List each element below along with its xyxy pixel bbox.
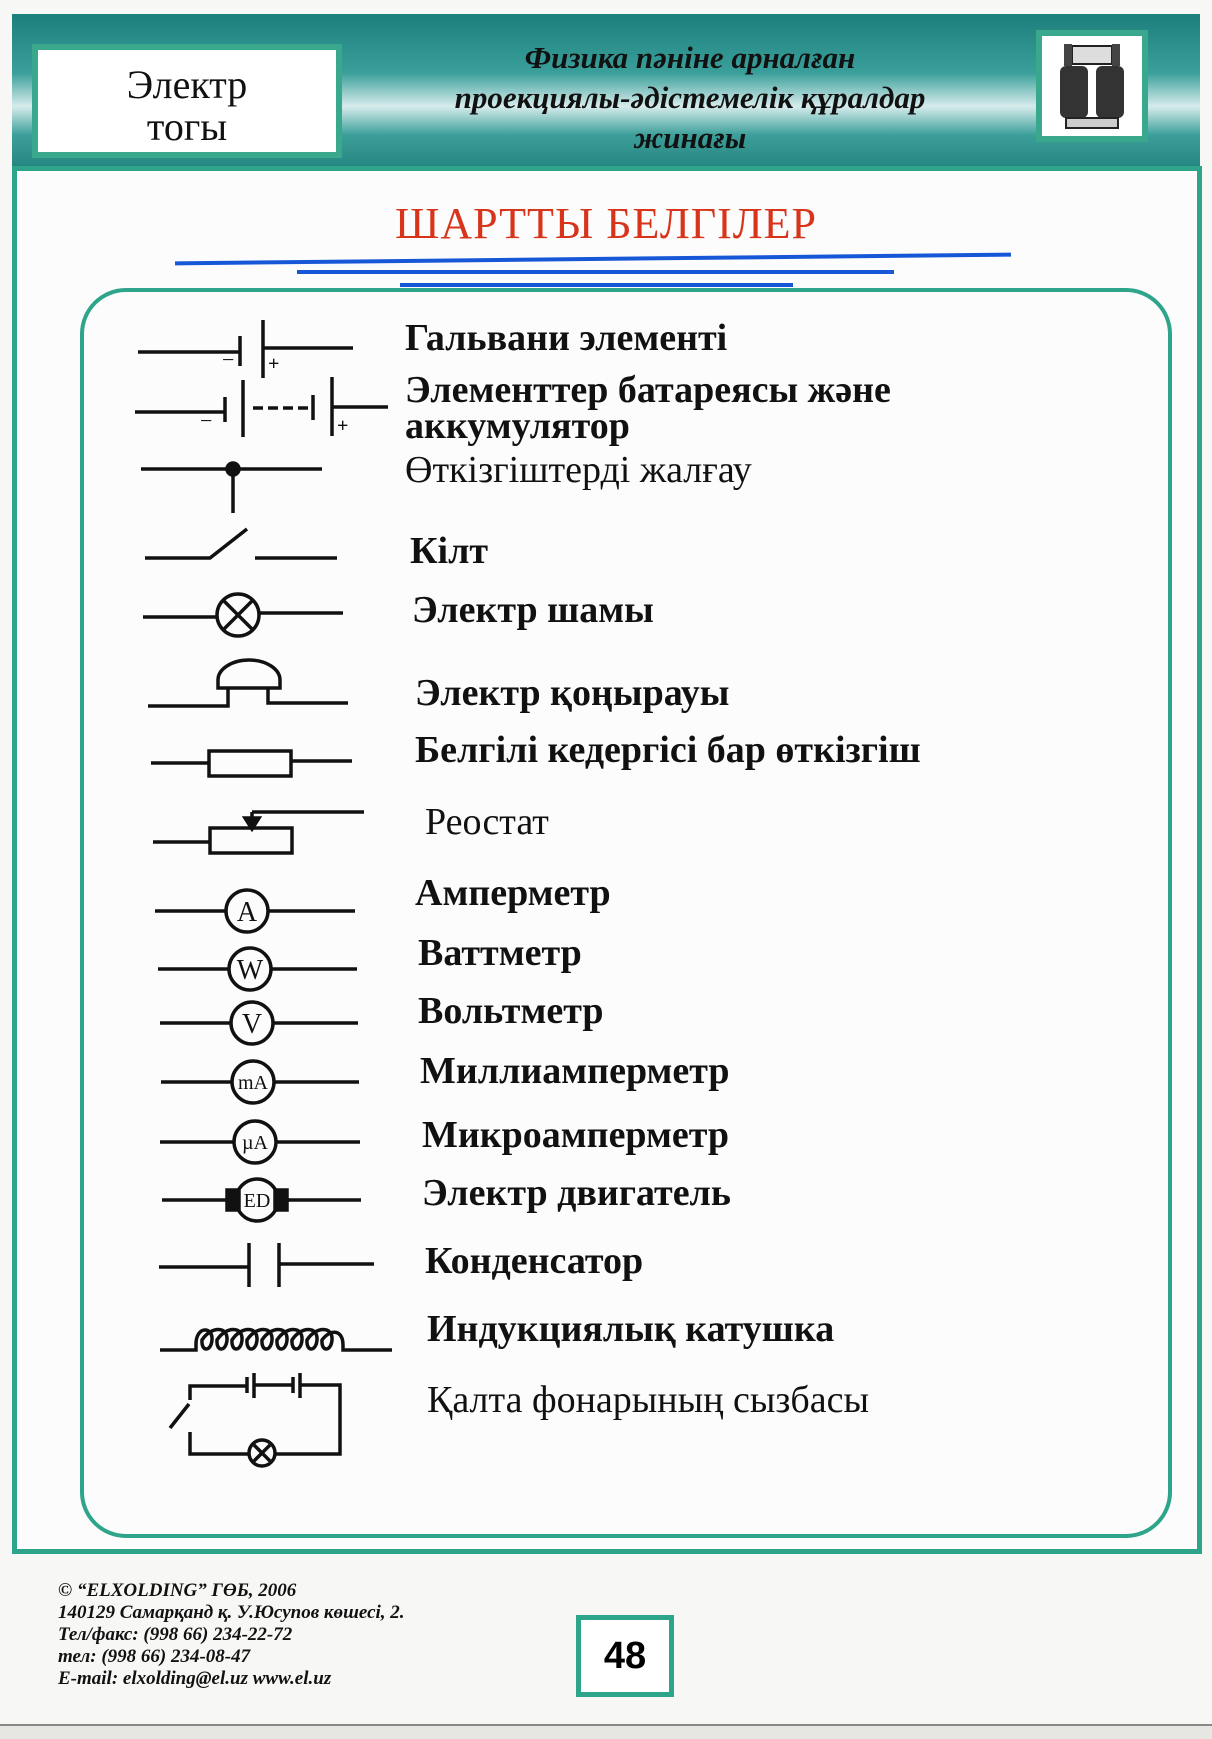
symbol-label: Микроамперметр [422,1114,730,1156]
symbol-label: Электр қоңырауы [415,672,730,714]
motor-brush [225,1188,241,1212]
battery-icon: − + [135,377,388,437]
minus-sign: − [222,347,234,372]
wattmeter-icon: W [158,946,357,992]
plus-sign: + [268,353,279,375]
symbol-label: Электр шамы [412,589,654,631]
series-line-2: проекциялы-әдістемелік құралдар [454,80,926,115]
meter-letter: V [242,1009,262,1040]
flashlight-circuit-icon [168,1373,342,1468]
meter-letter: mA [238,1072,269,1094]
lamp-icon [143,592,343,638]
symbol-label: Вольтметр [418,990,604,1032]
galvanic-cell-icon: − + [138,320,353,378]
symbols-frame [80,288,1172,1538]
topic-line-1: Электр [126,62,248,107]
symbol-label: Элементтер батареясы және [405,369,891,411]
plus-sign: + [337,415,348,437]
logo-box [1036,30,1148,142]
milliammeter-icon: mA [161,1059,359,1105]
symbol-label: Конденсатор [425,1240,644,1282]
topic-line-2: тогы [146,104,228,149]
content-panel [12,166,1202,1554]
address: 140129 Самарқанд қ. У.Юсупов көшесі, 2. [58,1602,405,1623]
ammeter-icon: A [155,888,355,934]
page-title: ШАРТТЫ БЕЛГІЛЕР [395,199,817,248]
topic-box: Электр тогы [32,44,342,158]
symbol-label: Гальвани элементі [405,317,728,359]
switch-icon [145,527,337,560]
symbol-label: Өткізгіштерді жалғау [405,449,752,491]
title-rule [297,270,894,274]
symbol-label: Миллиамперметр [420,1050,730,1092]
contact: E-mail: elxolding@el.uz www.el.uz [58,1668,332,1689]
symbol-label: Кілт [410,530,489,572]
wire-junction-icon [141,461,322,513]
resistor-icon [151,749,352,778]
symbol-label: Реостат [425,801,549,843]
page-number: 48 [576,1615,674,1697]
copyright: © “ELXOLDING” ГӨБ, 2006 [58,1580,297,1601]
motor-brush [273,1188,289,1212]
meter-letter: W [237,955,264,986]
title-rule [400,283,793,287]
capacitor-icon [159,1243,374,1287]
meter-letter: ED [244,1190,271,1212]
inductor-icon [160,1327,392,1352]
telfax: Тел/факс: (998 66) 234-22-72 [58,1624,293,1645]
meter-letter: µA [242,1132,269,1154]
motor-icon: ED [162,1177,361,1223]
symbol-label: Индукциялық катушка [427,1308,835,1350]
symbol-label: Қалта фонарының сызбасы [427,1379,870,1421]
symbol-label: Ваттметр [418,932,582,974]
symbol-label-cont: аккумулятор [405,405,630,447]
series-line-3: жинағы [633,120,747,155]
scan-edge [0,1724,1212,1739]
series-line-1: Физика пәніне арналған [524,40,856,75]
series-title: Физика пәніне арналған проекциялы-әдісте… [370,38,1010,158]
voltmeter-icon: V [160,1000,358,1046]
rheostat-icon [153,810,364,855]
symbol-label: Амперметр [415,872,611,914]
microammeter-icon: µA [160,1119,360,1165]
bell-icon [148,658,348,708]
symbol-label: Белгілі кедергісі бар өткізгіш [415,729,921,771]
publisher-info: © “ELXOLDING” ГӨБ, 2006 140129 Самарқанд… [58,1580,405,1690]
symbol-label: Электр двигатель [422,1172,731,1214]
minus-sign: − [200,408,212,433]
meter-letter: A [237,897,258,928]
phone: тел: (998 66) 234-08-47 [58,1646,251,1667]
transformer-icon [1060,44,1124,129]
